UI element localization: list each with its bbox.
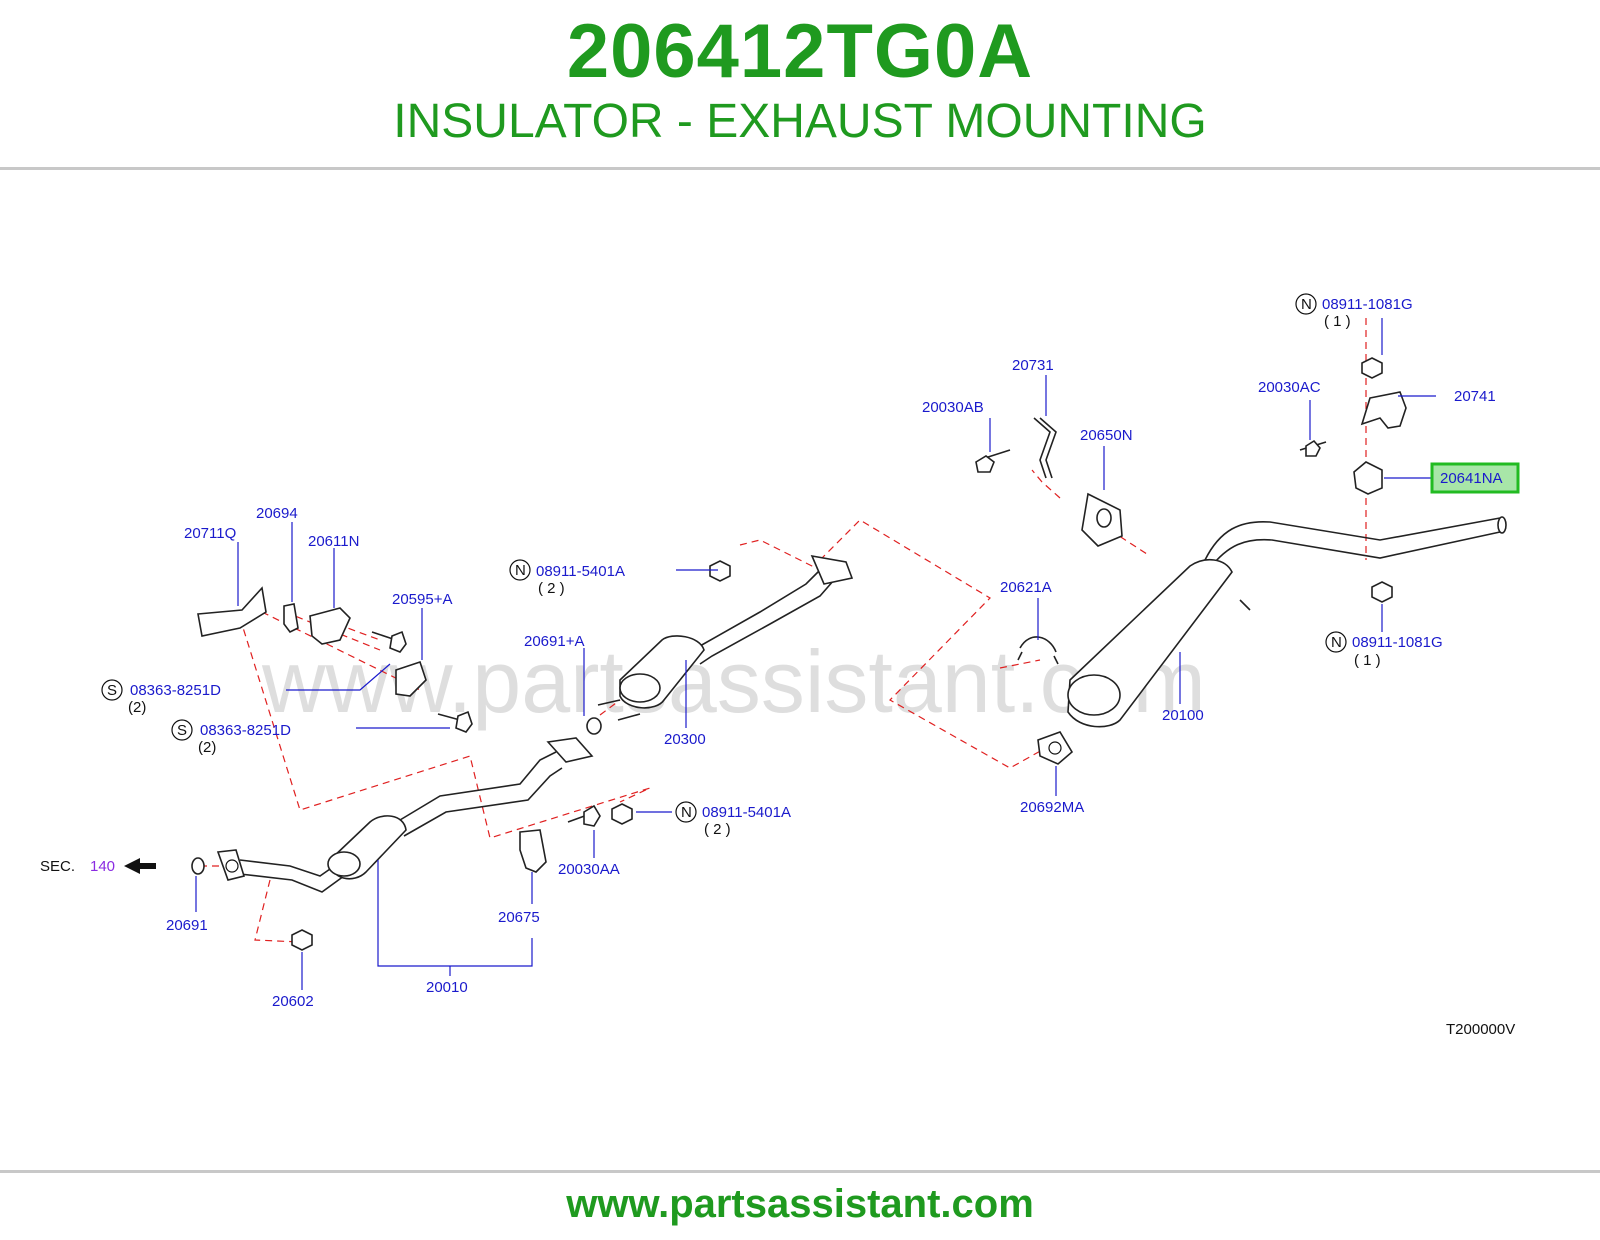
- page-header: 206412TG0A INSULATOR - EXHAUST MOUNTING: [0, 0, 1600, 168]
- bolt-20030AB: [975, 455, 995, 473]
- assembly-dashed-lines: [200, 318, 1367, 943]
- sec-number[interactable]: 140: [90, 858, 115, 875]
- label-08911-1081G-bot[interactable]: 08911-1081G: [1352, 634, 1443, 651]
- bolt-20595A-lower: [455, 710, 473, 733]
- label-20741[interactable]: 20741: [1454, 388, 1496, 405]
- bracket-20595A: [395, 660, 427, 697]
- nut-20741-top: [1361, 357, 1383, 379]
- label-20100[interactable]: 20100: [1162, 707, 1204, 724]
- qty-08911-1081G-bot: ( 1 ): [1354, 652, 1381, 669]
- front-pipe-20010: [239, 859, 341, 877]
- marker-circles: N N N S S N: [101, 293, 1347, 823]
- sec-arrow-icon: [124, 858, 156, 874]
- label-08911-5401A-top[interactable]: 08911-5401A: [536, 563, 625, 580]
- label-20030AC[interactable]: 20030AC: [1258, 379, 1321, 396]
- label-20691[interactable]: 20691: [166, 917, 208, 934]
- highlight-box[interactable]: [1430, 462, 1520, 494]
- label-20611N[interactable]: 20611N: [308, 533, 359, 550]
- label-08363-8251D-a[interactable]: 08363-8251D: [130, 682, 221, 699]
- label-20711Q[interactable]: 20711Q: [184, 525, 236, 542]
- qty-08911-1081G-top: ( 1 ): [1324, 313, 1351, 330]
- qty-08363-8251D-b: (2): [198, 739, 216, 756]
- label-20595A[interactable]: 20595+A: [392, 591, 452, 608]
- gasket-20694: [283, 603, 299, 634]
- header-divider: [0, 167, 1600, 170]
- label-20650N[interactable]: 20650N: [1080, 427, 1133, 444]
- bracket-20711Q: [197, 586, 267, 637]
- nut-08911-1081G-bot: [1371, 581, 1393, 603]
- label-20030AB[interactable]: 20030AB: [922, 399, 984, 416]
- leader-lines: [195, 318, 1436, 990]
- tailpipe-20100: [1204, 517, 1501, 561]
- qty-08363-8251D-a: (2): [128, 699, 146, 716]
- bolt-20030AC: [1305, 439, 1321, 457]
- bolt-20595A-upper: [389, 630, 407, 653]
- footer-site-url[interactable]: www.partsassistant.com: [566, 1182, 1034, 1226]
- mount-20650N: [1081, 492, 1123, 547]
- s-marker-1: S: [107, 682, 117, 699]
- label-08363-8251D-b[interactable]: 08363-8251D: [200, 722, 291, 739]
- label-08911-5401A-bot[interactable]: 08911-5401A: [702, 804, 791, 821]
- n-marker-1: N: [1301, 296, 1312, 313]
- label-20731[interactable]: 20731: [1012, 357, 1054, 374]
- footer-divider: [0, 1170, 1600, 1173]
- n-marker-4: N: [681, 804, 692, 821]
- part-labels: 08911-1081G ( 1 ) 20731 20030AC 20741 20…: [40, 296, 1515, 1038]
- part-name-subtitle: INSULATOR - EXHAUST MOUNTING: [393, 95, 1207, 148]
- s-marker-2: S: [177, 722, 187, 739]
- nut-20602: [291, 929, 313, 951]
- label-20641NA-highlighted[interactable]: 20641NA: [1440, 470, 1503, 487]
- label-20675[interactable]: 20675: [498, 909, 540, 926]
- part-drawings: [124, 357, 1507, 951]
- label-20694[interactable]: 20694: [256, 505, 298, 522]
- n-marker-3: N: [1331, 634, 1342, 651]
- label-20602[interactable]: 20602: [272, 993, 314, 1010]
- hanger-20731: [1033, 417, 1051, 479]
- qty-08911-5401A-top: ( 2 ): [538, 580, 565, 597]
- gasket-ring-20691: [191, 857, 205, 875]
- part-number-title: 206412TG0A: [566, 9, 1034, 94]
- label-20010[interactable]: 20010: [426, 979, 468, 996]
- nut-08911-5401A-top: [709, 560, 731, 582]
- clamp-20621A: [1019, 636, 1057, 653]
- bolt-20030AA: [583, 804, 601, 827]
- label-08911-1081G-top[interactable]: 08911-1081G: [1322, 296, 1413, 313]
- label-20691A[interactable]: 20691+A: [524, 633, 584, 650]
- nut-08911-5401A-bot: [611, 803, 633, 825]
- n-marker-2: N: [515, 562, 526, 579]
- bracket-20675: [519, 829, 547, 873]
- bracket-20611N: [309, 607, 351, 645]
- bracket-20741: [1360, 391, 1407, 429]
- label-20300[interactable]: 20300: [664, 731, 706, 748]
- diagram-code: T200000V: [1446, 1021, 1515, 1038]
- sec-prefix: SEC.: [40, 858, 75, 875]
- qty-08911-5401A-bot: ( 2 ): [704, 821, 731, 838]
- gasket-ring-20691A: [586, 717, 602, 735]
- insulator-20641NA: [1353, 461, 1383, 495]
- label-20621A[interactable]: 20621A: [1000, 579, 1052, 596]
- label-20692MA[interactable]: 20692MA: [1020, 799, 1084, 816]
- label-20030AA[interactable]: 20030AA: [558, 861, 620, 878]
